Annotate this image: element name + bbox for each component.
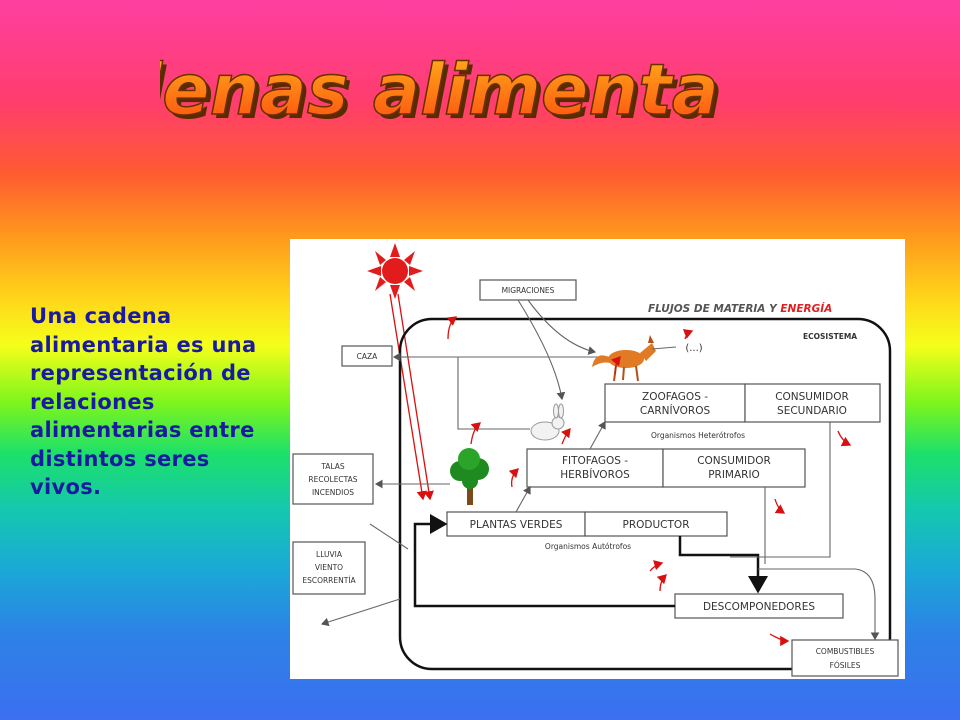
zoofagos-line-2: CARNÍVOROS <box>640 404 711 417</box>
sun-icon <box>367 243 423 299</box>
description-text: Una cadena alimentaria es una representa… <box>30 304 257 499</box>
migraciones-arrow-1 <box>527 299 597 355</box>
energy-ray-2 <box>389 293 427 501</box>
fitofagos-line-1: FITOFAGOS - <box>562 455 628 467</box>
arrow-plantas-to-fitofagos <box>515 486 531 513</box>
arrow-fitofagos-to-zoofagos <box>589 421 606 450</box>
combustibles-line-1: COMBUSTIBLES <box>816 647 875 656</box>
fitofagos-line-2: HERBÍVOROS <box>560 468 630 481</box>
ecosystem-boundary <box>398 317 892 671</box>
caza-line-bottom <box>457 357 530 430</box>
slide-title: Cadenas alimentarias Cadenas alimentaria… <box>13 18 871 138</box>
migraciones-label: MIGRACIONES <box>502 286 555 295</box>
caza-label: CAZA <box>357 352 379 361</box>
zoofagos-box <box>604 383 746 423</box>
food-chain-diagram: FLUJOS DE MATERIA Y ENERGÍA ECOSISTEMA M… <box>290 239 905 679</box>
productor-label: PRODUCTOR <box>623 519 690 531</box>
slide-title-art: Cadenas alimentarias Cadenas alimentaria… <box>13 48 871 135</box>
consumidor-primario-line-2: PRIMARIO <box>708 469 760 481</box>
lluvia-line-1: LLUVIA <box>316 550 343 559</box>
descomponedores-label: DESCOMPONEDORES <box>703 601 815 613</box>
fox-icon <box>592 335 656 382</box>
combustibles-box <box>791 639 899 677</box>
talas-line-1: TALAS <box>320 462 345 471</box>
fox-link <box>651 346 677 350</box>
consumidor-primario-line-1: CONSUMIDOR <box>697 455 771 467</box>
diagram-svg: FLUJOS DE MATERIA Y ENERGÍA ECOSISTEMA M… <box>292 243 899 677</box>
productor-box <box>584 511 728 537</box>
descomponedores-box <box>674 593 844 619</box>
ellipsis-label: (...) <box>685 343 702 354</box>
energy-ray-1 <box>397 293 434 501</box>
zoofagos-line-1: ZOOFAGOS - <box>642 391 708 403</box>
arrow-productor-to-descomponedores <box>678 536 768 594</box>
talas-box <box>292 453 374 505</box>
consumidor-primario-box <box>662 448 806 488</box>
nutrient-return-loop <box>413 514 675 608</box>
lluvia-in-line <box>369 523 409 550</box>
fitofagos-box <box>526 448 664 488</box>
arrow-to-combustibles <box>758 568 880 641</box>
lluvia-box <box>292 541 366 595</box>
combustibles-line-2: FÓSILES <box>830 661 861 670</box>
consumidor-secundario-line-1: CONSUMIDOR <box>775 391 849 403</box>
consumidor-secundario-line-2: SECUNDARIO <box>777 405 847 417</box>
plantas-label: PLANTAS VERDES <box>470 519 563 531</box>
talas-line-3: INCENDIOS <box>312 488 354 497</box>
migraciones-arrow-2 <box>517 299 566 401</box>
lluvia-line-3: ESCORRENTÍA <box>302 576 356 585</box>
ecosystem-label: ECOSISTEMA <box>803 332 857 341</box>
diagram-heading: FLUJOS DE MATERIA Y ENERGÍA <box>648 302 832 315</box>
talas-line-2: RECOLECTAS <box>308 475 357 484</box>
heterotrofos-label: Organismos Heterótrofos <box>651 431 745 440</box>
caza-box <box>341 345 393 367</box>
autotrofos-label: Organismos Autótrofos <box>545 542 631 551</box>
title-text: Cadenas alimentarias <box>160 49 720 131</box>
line-secundario-down <box>730 422 831 558</box>
tree-icon <box>450 448 489 505</box>
rabbit-icon <box>530 403 565 441</box>
lluvia-out-arrow <box>320 598 401 627</box>
lluvia-line-2: VIENTO <box>315 563 343 572</box>
energy-loss-arrows <box>446 316 852 647</box>
consumidor-secundario-box <box>744 383 881 423</box>
